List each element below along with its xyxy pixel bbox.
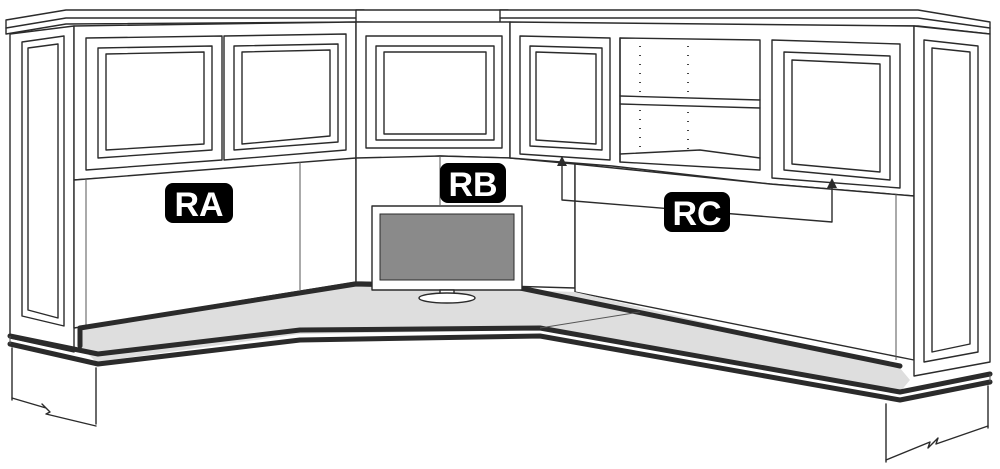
right-end-panel — [913, 25, 991, 377]
right-hutch-door-2 — [771, 39, 901, 189]
left-end-panel — [9, 25, 75, 353]
label-rc-text: RC — [672, 195, 721, 233]
open-shelving — [619, 37, 761, 171]
label-rb: RB — [440, 163, 506, 204]
right-hutch-door-1 — [519, 35, 611, 161]
label-rb-text: RB — [448, 166, 497, 204]
label-ra-text: RA — [174, 186, 223, 224]
left-hutch-body — [73, 21, 357, 329]
left-hutch-door-1 — [85, 35, 223, 171]
monitor — [371, 205, 523, 304]
right-base-side — [885, 385, 989, 463]
label-rc: RC — [664, 192, 730, 233]
monitor-screen — [379, 213, 515, 281]
left-base-side — [11, 347, 97, 427]
left-hutch-door-2 — [223, 33, 347, 161]
label-ra: RA — [165, 183, 233, 224]
arrow-up-icon — [827, 178, 837, 188]
center-hutch-door — [365, 35, 503, 149]
arrow-up-icon — [557, 156, 567, 166]
